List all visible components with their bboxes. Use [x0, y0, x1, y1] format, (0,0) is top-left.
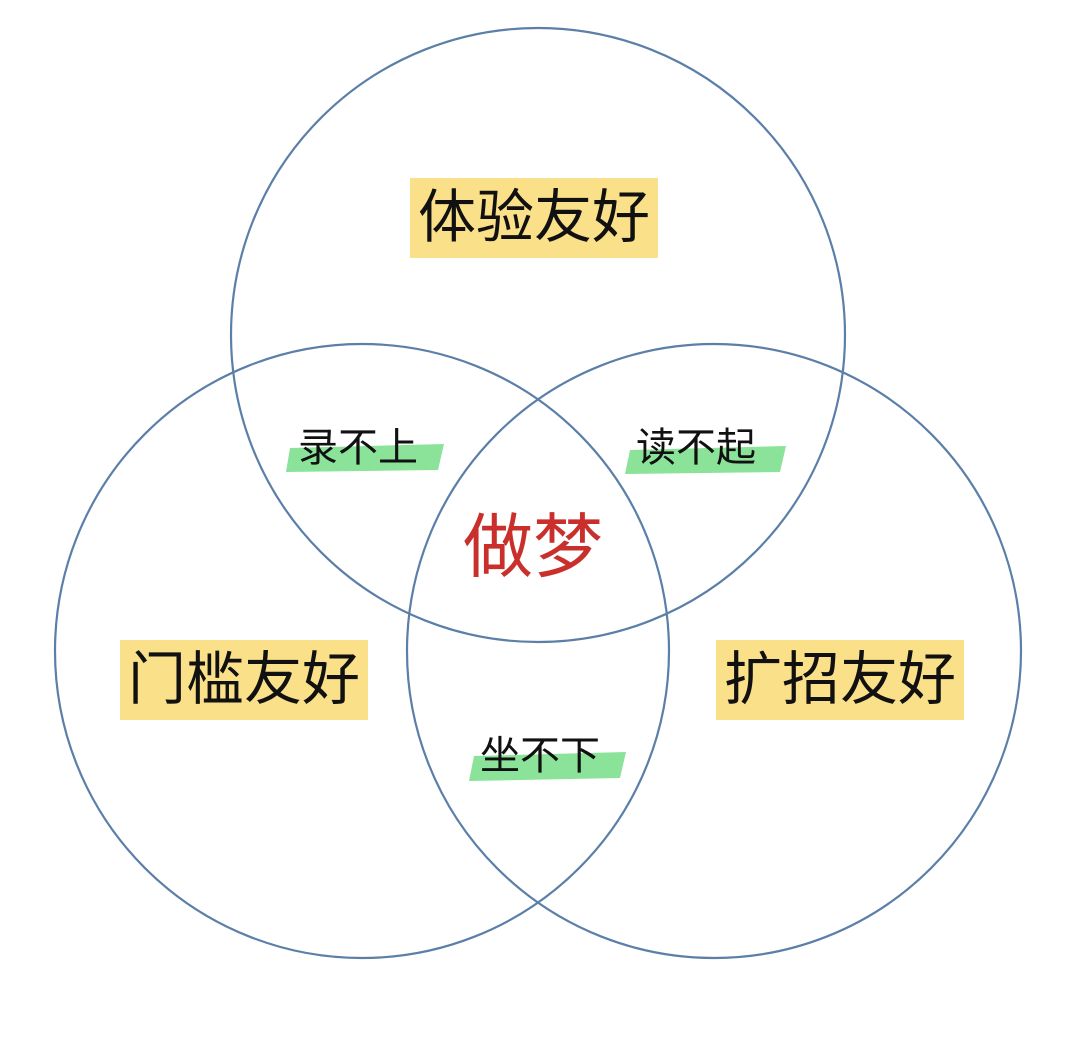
intersection-label-top-right: 读不起: [636, 425, 756, 471]
set-label-right: 扩招友好: [716, 640, 965, 720]
highlight-mark-top-right: [625, 446, 786, 474]
highlight-mark-left-right: [469, 752, 626, 781]
set-label-left: 门槛友好: [120, 640, 369, 720]
set-label-top: 体验友好: [410, 178, 659, 258]
circle-top: [229, 26, 847, 644]
circle-left: [53, 342, 671, 960]
center-label: 做梦: [463, 506, 603, 588]
highlight-mark-top-left: [286, 444, 444, 472]
intersection-label-left-right: 坐不下: [480, 733, 600, 779]
intersection-label-top-left: 录不上: [298, 425, 418, 471]
circle-right: [405, 342, 1023, 960]
